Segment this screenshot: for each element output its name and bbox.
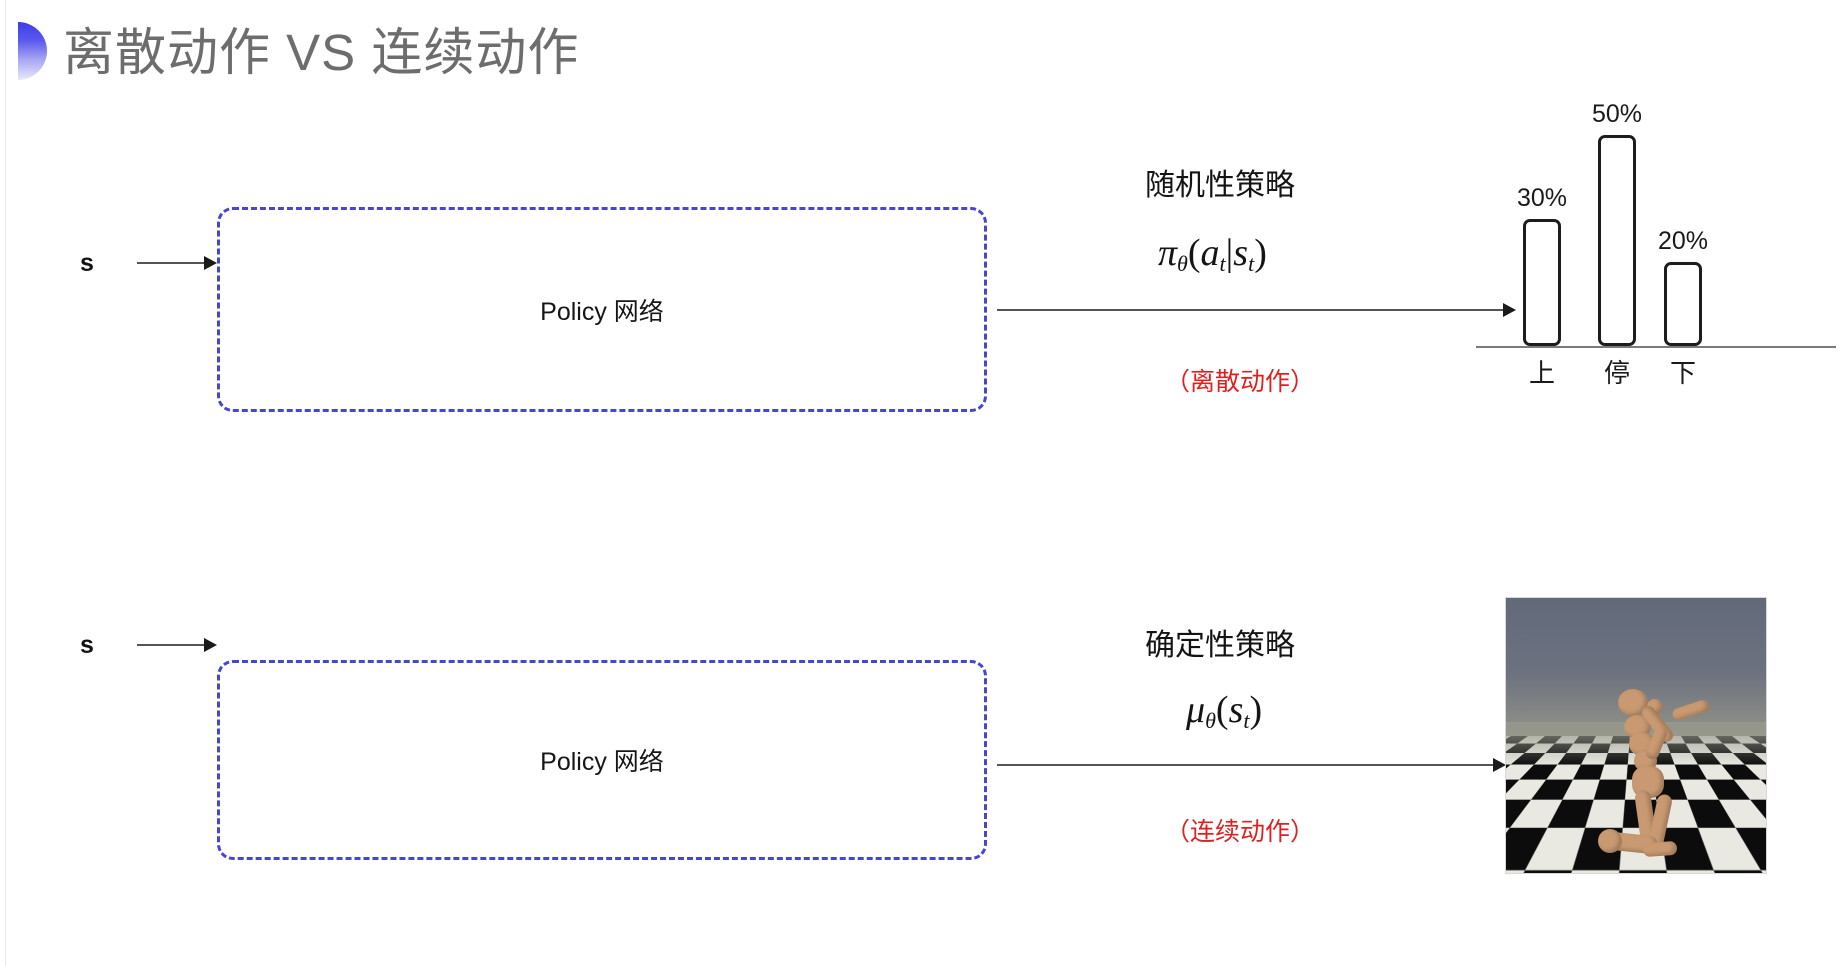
bar-value-2: 20% bbox=[1657, 227, 1709, 255]
chart-baseline-axis bbox=[1476, 346, 1836, 348]
page-title: 离散动作 VS 连续动作 bbox=[63, 24, 580, 81]
deterministic-policy-formula: μθ(st) bbox=[1186, 688, 1262, 734]
formula-action-subscript: t bbox=[1219, 251, 1226, 277]
formula-state: s bbox=[1233, 232, 1249, 274]
output-arrow-discrete bbox=[997, 303, 1517, 317]
policy-network-label-discrete: Policy 网络 bbox=[540, 297, 664, 326]
formula-theta: θ bbox=[1177, 251, 1188, 277]
formula-close-paren: ) bbox=[1254, 232, 1267, 274]
formula-pi: π bbox=[1158, 232, 1178, 274]
bar-category-2: 下 bbox=[1669, 358, 1696, 388]
humanoid-simulation-image bbox=[1505, 597, 1767, 874]
discrete-action-note: （离散动作） bbox=[1165, 368, 1316, 396]
bar-0 bbox=[1523, 219, 1561, 346]
input-state-label-continuous: s bbox=[80, 631, 94, 659]
formula-state-subscript: t bbox=[1248, 251, 1255, 277]
policy-network-label-continuous: Policy 网络 bbox=[540, 748, 664, 776]
formula-open-paren-2: ( bbox=[1215, 689, 1229, 731]
deterministic-policy-caption: 确定性策略 bbox=[1145, 629, 1295, 662]
policy-network-box-discrete[interactable]: Policy 网络 bbox=[217, 207, 987, 412]
action-probability-bar-chart: 30% 上 50% 停 20% 下 bbox=[1476, 96, 1836, 396]
formula-state-subscript-2: t bbox=[1243, 708, 1250, 734]
bar-1 bbox=[1598, 135, 1636, 346]
formula-theta-2: θ bbox=[1205, 708, 1216, 734]
bar-value-1: 50% bbox=[1591, 100, 1643, 128]
input-arrow-continuous bbox=[137, 638, 217, 652]
title-bullet-icon bbox=[18, 22, 47, 80]
formula-conditional-bar: | bbox=[1225, 232, 1234, 274]
stochastic-policy-caption: 随机性策略 bbox=[1145, 169, 1295, 202]
left-edge-rule bbox=[5, 0, 6, 966]
formula-close-paren-2: ) bbox=[1249, 689, 1263, 731]
formula-action: a bbox=[1200, 232, 1220, 274]
input-state-label-discrete: s bbox=[80, 249, 94, 277]
bar-category-1: 停 bbox=[1603, 358, 1630, 388]
formula-state-2: s bbox=[1228, 689, 1244, 731]
policy-network-box-continuous[interactable]: Policy 网络 bbox=[217, 660, 987, 860]
input-arrow-discrete bbox=[137, 256, 217, 270]
bar-value-0: 30% bbox=[1516, 184, 1568, 212]
formula-open-paren: ( bbox=[1187, 232, 1201, 274]
continuous-action-note: （连续动作） bbox=[1165, 818, 1316, 846]
bar-2 bbox=[1664, 262, 1702, 346]
bar-category-0: 上 bbox=[1528, 358, 1555, 388]
formula-mu: μ bbox=[1186, 689, 1206, 731]
output-arrow-continuous bbox=[997, 758, 1507, 772]
stochastic-policy-formula: πθ(at|st) bbox=[1158, 231, 1267, 277]
